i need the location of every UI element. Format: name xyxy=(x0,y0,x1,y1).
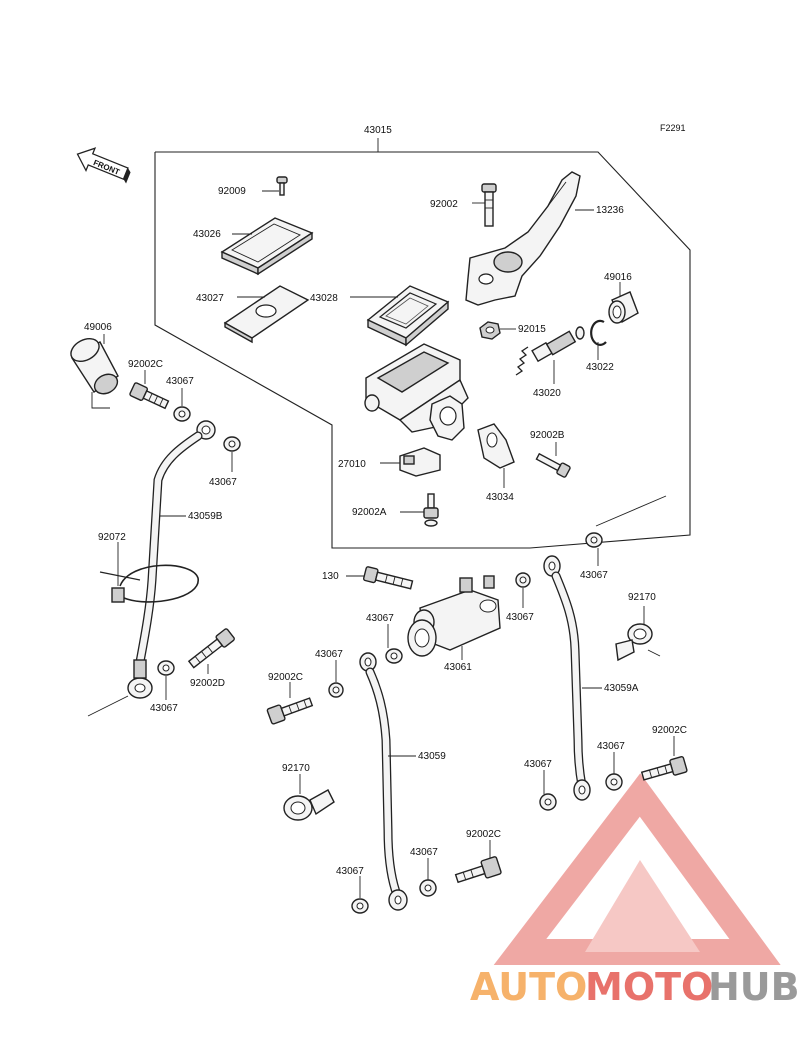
brake-hose-43059B xyxy=(127,420,216,699)
assembly-outline xyxy=(154,138,691,549)
label-43061: 43061 xyxy=(444,662,472,673)
label-92015: 92015 xyxy=(518,324,546,335)
label-92002C-mid: 92002C xyxy=(268,672,303,683)
cable-strap xyxy=(99,564,199,603)
label-92002A: 92002A xyxy=(352,507,387,518)
dust-boot xyxy=(608,291,639,324)
washer-a xyxy=(173,406,191,422)
bolt-92002 xyxy=(481,183,497,227)
label-43022: 43022 xyxy=(586,362,614,373)
bolt-130 xyxy=(362,566,414,590)
banjo-bolt-right xyxy=(640,756,688,781)
label-49016: 49016 xyxy=(604,272,632,283)
washer-j xyxy=(351,898,369,914)
washer-k xyxy=(419,879,437,897)
label-43067-k: 43067 xyxy=(410,847,438,858)
label-43067-g: 43067 xyxy=(597,741,625,752)
label-92002B: 92002B xyxy=(530,430,565,441)
slave-cylinder xyxy=(407,575,501,657)
label-49006: 49006 xyxy=(84,322,112,333)
label-130: 130 xyxy=(322,571,339,582)
front-arrow-icon: FRONT xyxy=(76,147,131,184)
label-43059: 43059 xyxy=(418,751,446,762)
label-13236: 13236 xyxy=(596,205,624,216)
label-43067-a: 43067 xyxy=(166,376,194,387)
assembly-label: 43015 xyxy=(364,125,392,136)
label-92002C-r: 92002C xyxy=(652,725,687,736)
diaphragm-plate xyxy=(223,285,310,344)
diaphragm xyxy=(366,285,450,347)
clamp-43034 xyxy=(477,423,515,469)
washer-g xyxy=(605,773,623,791)
label-43067-d: 43067 xyxy=(366,613,394,624)
label-43067-e: 43067 xyxy=(506,612,534,623)
label-43059B: 43059B xyxy=(188,511,223,522)
brake-hose-43059 xyxy=(359,652,408,911)
washer-d xyxy=(385,648,403,664)
banjo-bolt-mid xyxy=(266,697,314,725)
washer-e xyxy=(515,572,531,588)
label-43067-j: 43067 xyxy=(336,866,364,877)
label-92002D: 92002D xyxy=(190,678,225,689)
master-cylinder-body xyxy=(364,343,469,441)
banjo-fitting-right xyxy=(615,623,661,662)
watermark-part3: HUB xyxy=(708,965,800,1009)
screw-92009 xyxy=(276,176,288,196)
brake-hose-43059A xyxy=(543,555,591,801)
bleeder-cap xyxy=(70,338,119,409)
watermark-part1: AUTO xyxy=(470,965,587,1009)
label-92002C-bot: 92002C xyxy=(466,829,501,840)
banjo-fitting-left xyxy=(283,789,335,821)
label-43059A: 43059A xyxy=(604,683,639,694)
bolt-92002D xyxy=(187,628,235,669)
figure-code: F2291 xyxy=(660,123,686,133)
banjo-bolt-top xyxy=(129,382,170,410)
label-43020: 43020 xyxy=(533,388,561,399)
screw-92002A xyxy=(423,493,439,527)
label-27010: 27010 xyxy=(338,459,366,470)
label-43026: 43026 xyxy=(193,229,221,240)
label-43027: 43027 xyxy=(196,293,224,304)
brake-lever xyxy=(465,171,581,306)
label-92170-l: 92170 xyxy=(282,763,310,774)
label-43067-b: 43067 xyxy=(209,477,237,488)
label-43067-f: 43067 xyxy=(580,570,608,581)
label-43028: 43028 xyxy=(310,293,338,304)
label-43034: 43034 xyxy=(486,492,514,503)
label-92002C-top: 92002C xyxy=(128,359,163,370)
reservoir-cap xyxy=(220,217,314,276)
label-92072: 92072 xyxy=(98,532,126,543)
piston-kit xyxy=(515,326,585,376)
banjo-bolt-bottom xyxy=(454,856,502,884)
washer-b xyxy=(223,436,241,452)
label-92002: 92002 xyxy=(430,199,458,210)
watermark-logo xyxy=(493,773,781,965)
circlip xyxy=(590,319,607,346)
washer-f xyxy=(585,532,603,548)
brake-switch xyxy=(399,447,441,477)
bolt-92002B xyxy=(535,452,571,478)
label-43067-i: 43067 xyxy=(315,649,343,660)
nut-92015 xyxy=(479,321,501,340)
label-43067-h: 43067 xyxy=(524,759,552,770)
label-43067-c: 43067 xyxy=(150,703,178,714)
washer-h xyxy=(539,793,557,811)
label-92170-r: 92170 xyxy=(628,592,656,603)
label-92009: 92009 xyxy=(218,186,246,197)
washer-c xyxy=(157,660,175,676)
washer-i xyxy=(328,682,344,698)
watermark-part2: MOTO xyxy=(585,965,713,1009)
watermark-text: AUTO MOTO HUB xyxy=(470,965,800,1009)
